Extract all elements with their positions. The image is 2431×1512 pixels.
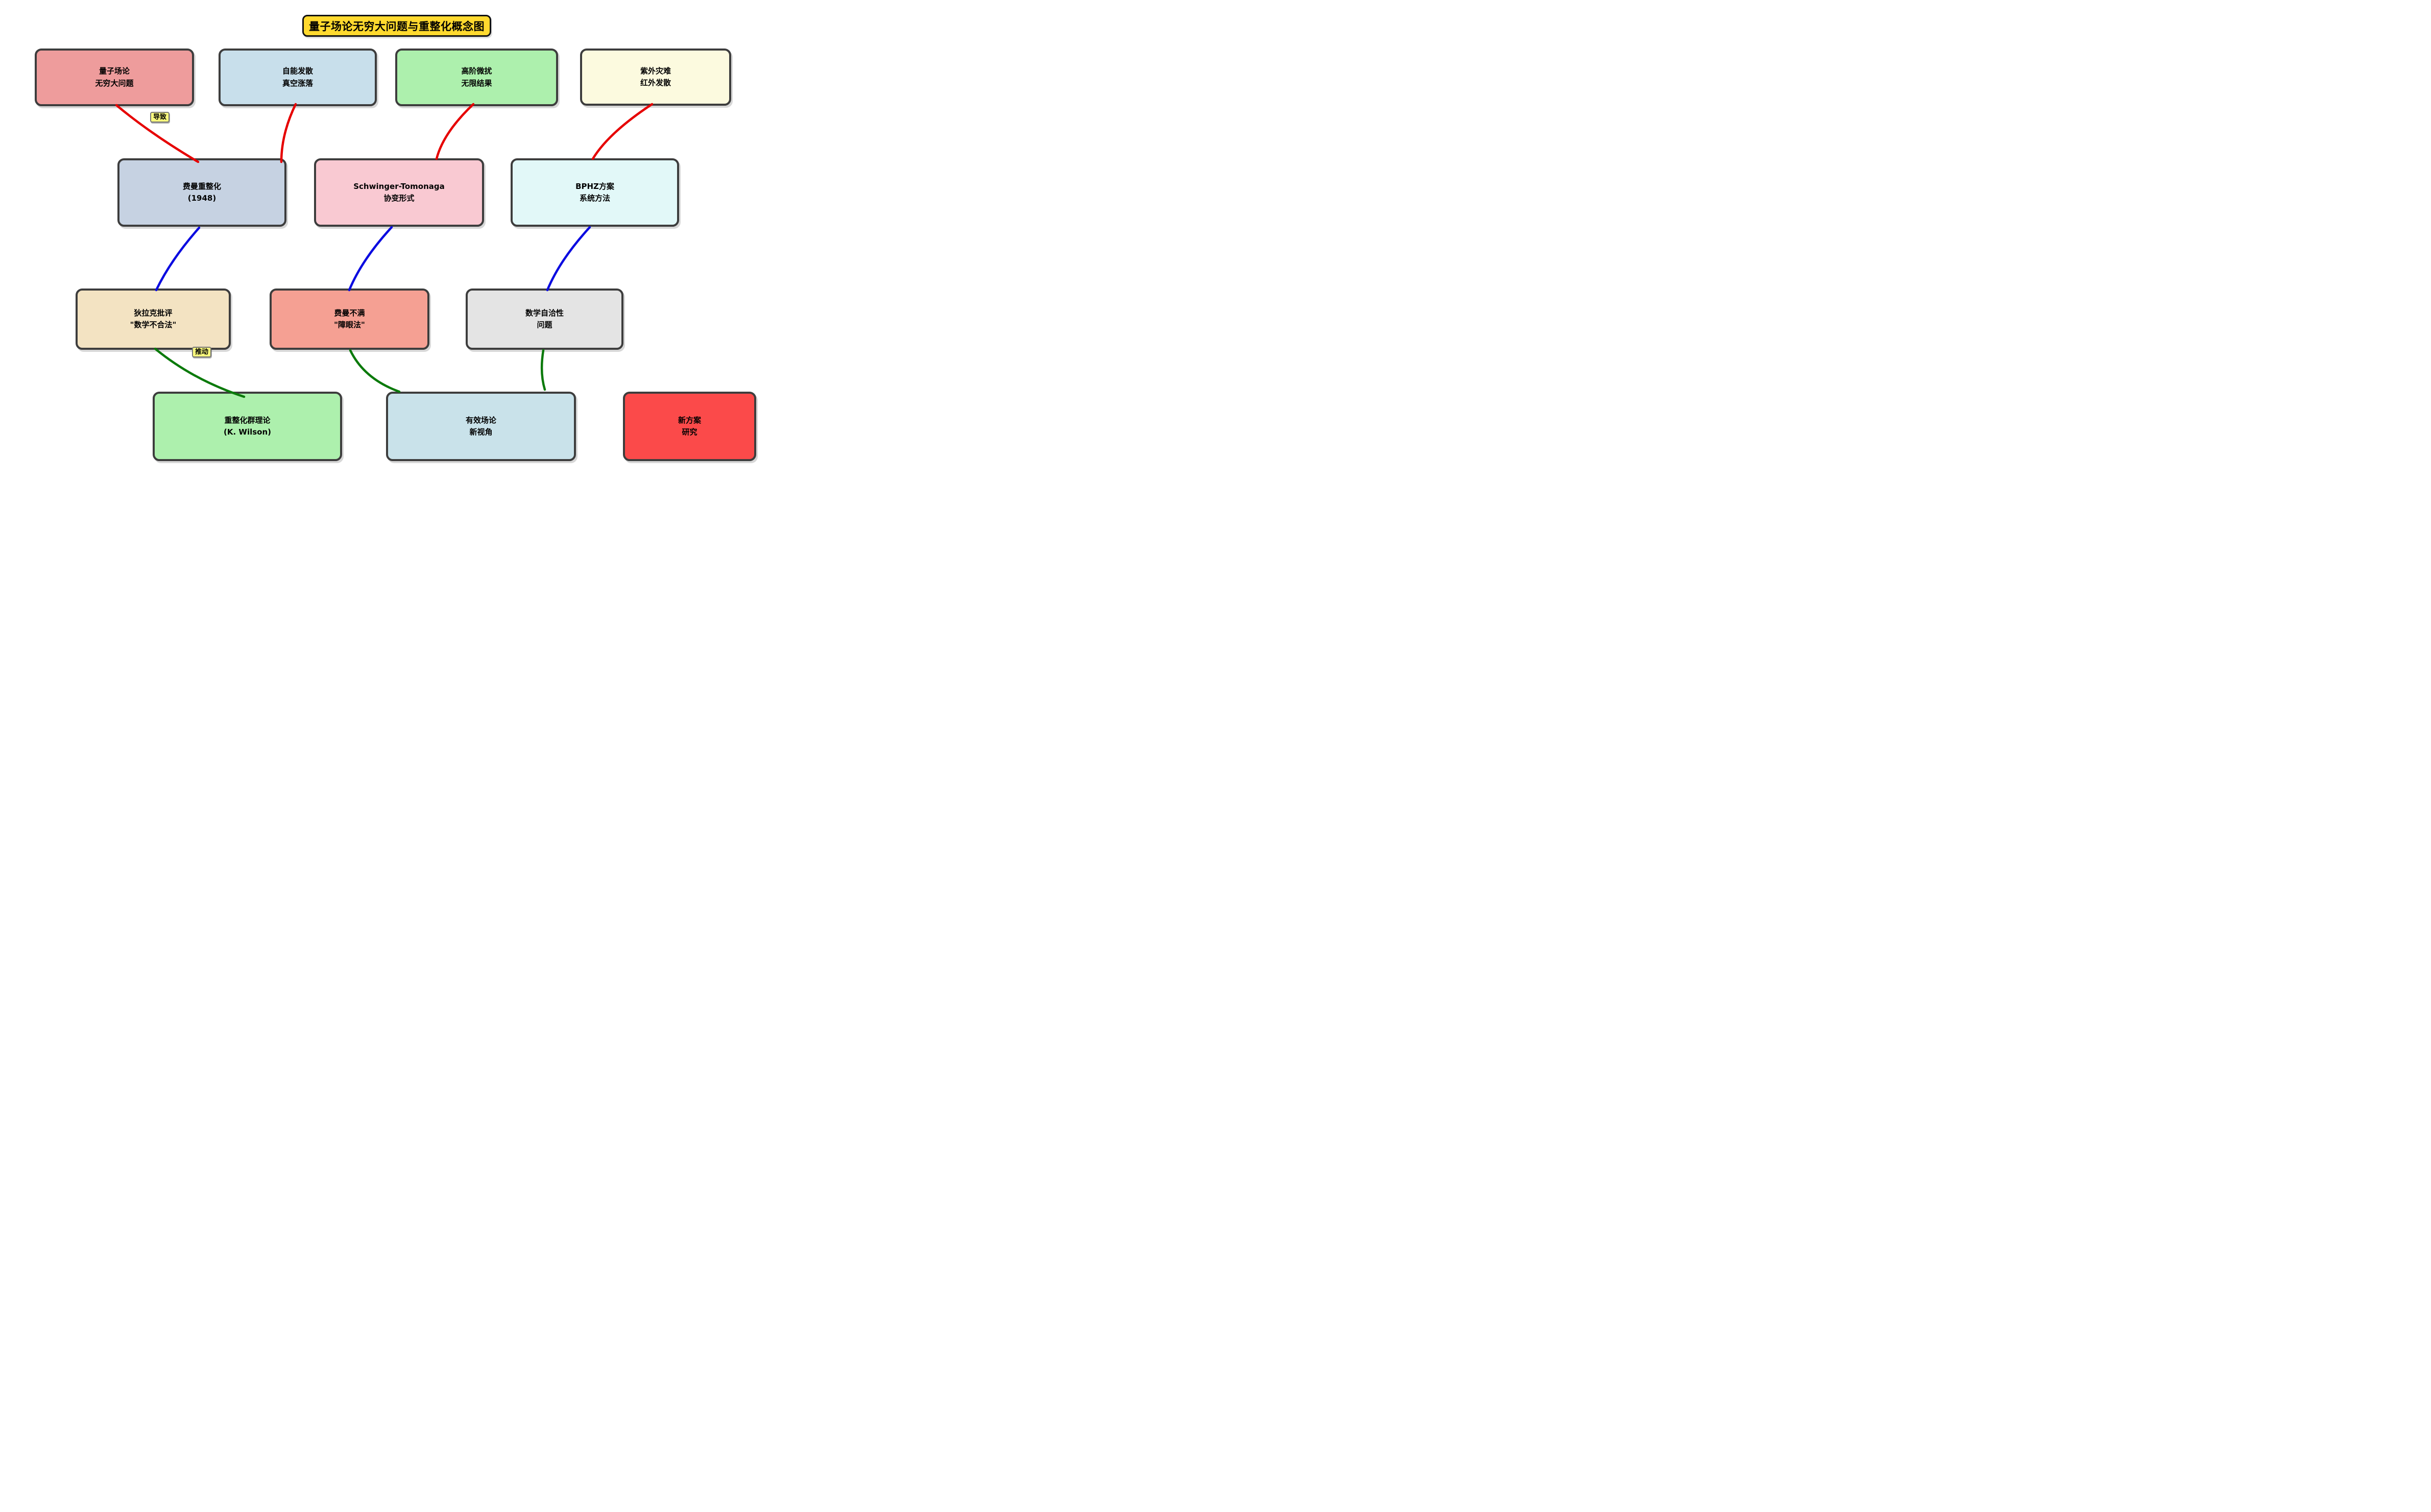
node-label: 新视角 bbox=[469, 427, 493, 437]
node-label: 无穷大问题 bbox=[95, 78, 134, 88]
node-higher-order[interactable]: 高阶微扰 无限结果 bbox=[395, 49, 558, 106]
node-label: Schwinger-Tomonaga bbox=[353, 181, 445, 191]
node-label: 费曼重整化 bbox=[182, 181, 221, 191]
node-qft-infinity[interactable]: 量子场论 无穷大问题 bbox=[35, 49, 194, 106]
node-label: 问题 bbox=[537, 320, 552, 329]
node-label: 新方案 bbox=[678, 415, 701, 425]
node-bphz[interactable]: BPHZ方案 系统方法 bbox=[511, 158, 679, 227]
node-label: "障眼法" bbox=[334, 320, 365, 329]
diagram-title: 量子场论无穷大问题与重整化概念图 bbox=[302, 15, 491, 37]
edge-unhappy-to-eft bbox=[349, 349, 401, 393]
edge-consistency-to-eft bbox=[540, 349, 546, 391]
node-label: 系统方法 bbox=[579, 194, 610, 203]
node-uv-ir[interactable]: 紫外灾难 红外发散 bbox=[580, 49, 731, 106]
edge-uvir-to-bphz bbox=[591, 103, 654, 160]
edge-label-daozhi: 导致 bbox=[150, 112, 170, 123]
node-feynman-dissatisfaction[interactable]: 费曼不满 "障眼法" bbox=[270, 289, 429, 350]
node-rg-theory[interactable]: 重整化群理论 (K. Wilson) bbox=[153, 392, 342, 461]
node-label: 紫外灾难 bbox=[640, 66, 671, 76]
node-label: 有效场论 bbox=[465, 415, 496, 425]
node-math-consistency[interactable]: 数学自洽性 问题 bbox=[466, 289, 623, 350]
node-label: 真空涨落 bbox=[282, 78, 313, 88]
node-label: 研究 bbox=[682, 427, 697, 437]
node-label: 无限结果 bbox=[461, 78, 492, 88]
node-label: 协变形式 bbox=[383, 194, 415, 203]
node-label: "数学不合法" bbox=[130, 320, 177, 329]
node-label: 高阶微扰 bbox=[461, 66, 492, 76]
node-label: BPHZ方案 bbox=[575, 181, 614, 191]
node-schwinger-tomonaga[interactable]: Schwinger-Tomonaga 协变形式 bbox=[314, 158, 484, 227]
edge-bphz-to-consistency bbox=[546, 226, 591, 292]
node-label: (1948) bbox=[187, 194, 216, 203]
node-label: 量子场论 bbox=[99, 66, 130, 76]
node-label: 数学自洽性 bbox=[525, 308, 564, 318]
node-new-scheme[interactable]: 新方案 研究 bbox=[623, 392, 756, 461]
node-effective-field-theory[interactable]: 有效场论 新视角 bbox=[386, 392, 576, 461]
node-feynman-renormalization[interactable]: 费曼重整化 (1948) bbox=[117, 158, 286, 227]
node-label: (K. Wilson) bbox=[224, 427, 271, 437]
edge-feynman-to-dirac bbox=[155, 226, 201, 292]
node-label: 自能发散 bbox=[282, 66, 313, 76]
edge-schwinger-to-unhappy bbox=[348, 226, 393, 292]
node-label: 狄拉克批评 bbox=[134, 308, 173, 318]
edge-higherorder-to-schwinger bbox=[435, 103, 475, 160]
node-dirac-critique[interactable]: 狄拉克批评 "数学不合法" bbox=[76, 289, 231, 350]
node-label: 红外发散 bbox=[640, 78, 671, 87]
concept-map-canvas: 量子场论无穷大问题与重整化概念图 量子场论 无穷大问题 自能发散 真空涨落 高阶… bbox=[0, 0, 789, 491]
edge-selfenergy-to-feynman bbox=[280, 103, 297, 163]
edge-label-tuidong: 推动 bbox=[192, 347, 212, 357]
node-self-energy[interactable]: 自能发散 真空涨落 bbox=[219, 49, 377, 106]
node-label: 重整化群理论 bbox=[224, 415, 271, 425]
node-label: 费曼不满 bbox=[334, 308, 365, 318]
